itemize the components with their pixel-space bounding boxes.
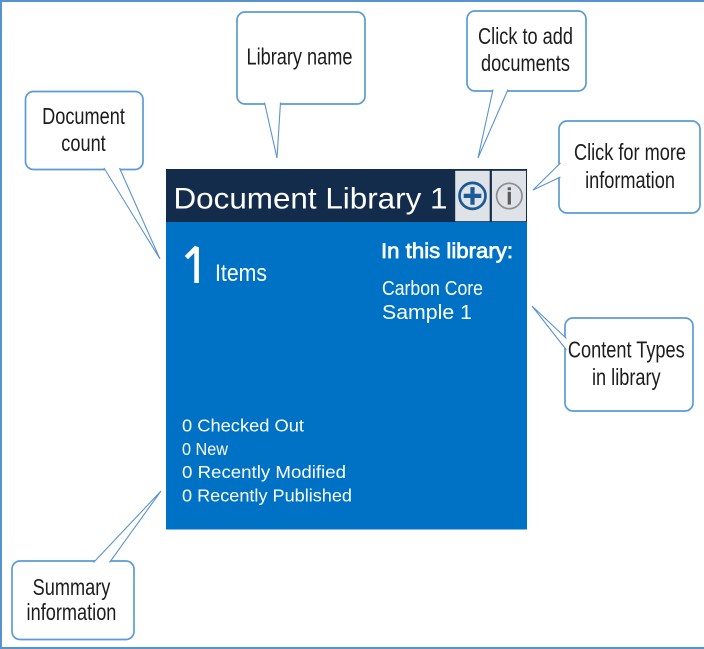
svg-text:Click for more: Click for more: [574, 140, 686, 166]
svg-text:0 New: 0 New: [182, 439, 228, 459]
svg-text:Content Types: Content Types: [568, 337, 685, 363]
svg-text:Summary: Summary: [33, 575, 111, 601]
svg-text:Document Library 1: Document Library 1: [174, 183, 448, 216]
svg-text:Carbon Core: Carbon Core: [382, 277, 483, 300]
svg-text:in library: in library: [592, 365, 661, 391]
svg-text:information: information: [27, 600, 117, 626]
svg-text:Items: Items: [215, 260, 267, 287]
svg-text:documents: documents: [481, 51, 570, 77]
svg-text:0 Recently Published: 0 Recently Published: [182, 486, 352, 506]
svg-text:Document: Document: [42, 104, 125, 130]
svg-text:Click to add: Click to add: [478, 24, 573, 50]
svg-text:0 Checked Out: 0 Checked Out: [182, 416, 304, 436]
svg-text:0 Recently Modified: 0 Recently Modified: [182, 462, 346, 482]
svg-text:Library name: Library name: [246, 45, 352, 71]
svg-text:Sample 1: Sample 1: [382, 301, 472, 324]
svg-text:information: information: [585, 168, 675, 194]
svg-text:count: count: [61, 131, 106, 157]
svg-text:In this library:: In this library:: [381, 240, 513, 263]
